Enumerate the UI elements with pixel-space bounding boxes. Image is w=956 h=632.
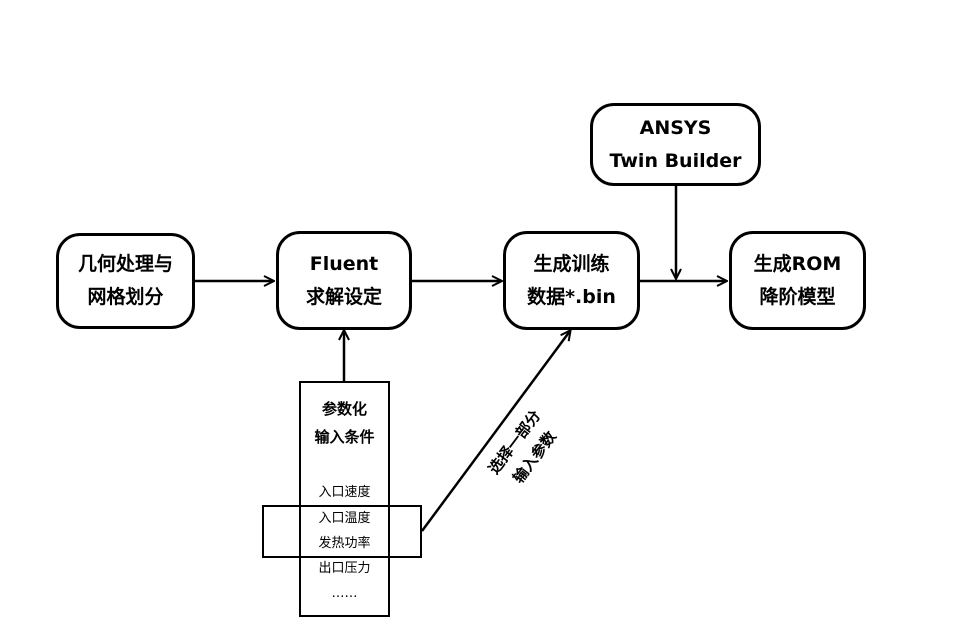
node-fluent-line2: 求解设定 [305, 285, 382, 308]
param-item: …… [331, 586, 358, 601]
param-input-panel: 参数化 输入条件 [299, 381, 390, 617]
param-panel-title: 参数化 输入条件 [301, 395, 388, 451]
node-geometry-meshing: 几何处理与 网格划分 [56, 233, 195, 329]
node-ansys-twin-builder: ANSYS Twin Builder [590, 103, 761, 186]
param-item: 出口压力 [318, 561, 371, 576]
node-geometry-line1: 几何处理与 [77, 253, 173, 275]
param-title-line2: 输入条件 [314, 428, 375, 446]
param-item: 入口速度 [318, 485, 371, 500]
node-fluent-setup: Fluent 求解设定 [276, 231, 412, 330]
node-training-data: 生成训练 数据*.bin [503, 231, 640, 330]
node-rom-model: 生成ROM 降阶模型 [729, 231, 866, 330]
arrow-selection-to-training [420, 331, 570, 532]
param-item: 入口温度 [318, 511, 371, 526]
node-fluent-line1: Fluent [309, 252, 379, 275]
param-title-line1: 参数化 [321, 400, 367, 418]
node-ansys-line2: Twin Builder [609, 149, 742, 172]
node-rom-line1: 生成ROM [753, 252, 842, 275]
selected-params-box [262, 505, 422, 558]
node-training-line1: 生成训练 [533, 252, 610, 275]
node-rom-line2: 降阶模型 [759, 285, 836, 308]
node-ansys-line1: ANSYS [639, 116, 712, 139]
node-training-line2: 数据*.bin [527, 285, 616, 308]
param-item: 发热功率 [318, 536, 371, 551]
node-geometry-line2: 网格划分 [87, 286, 164, 308]
